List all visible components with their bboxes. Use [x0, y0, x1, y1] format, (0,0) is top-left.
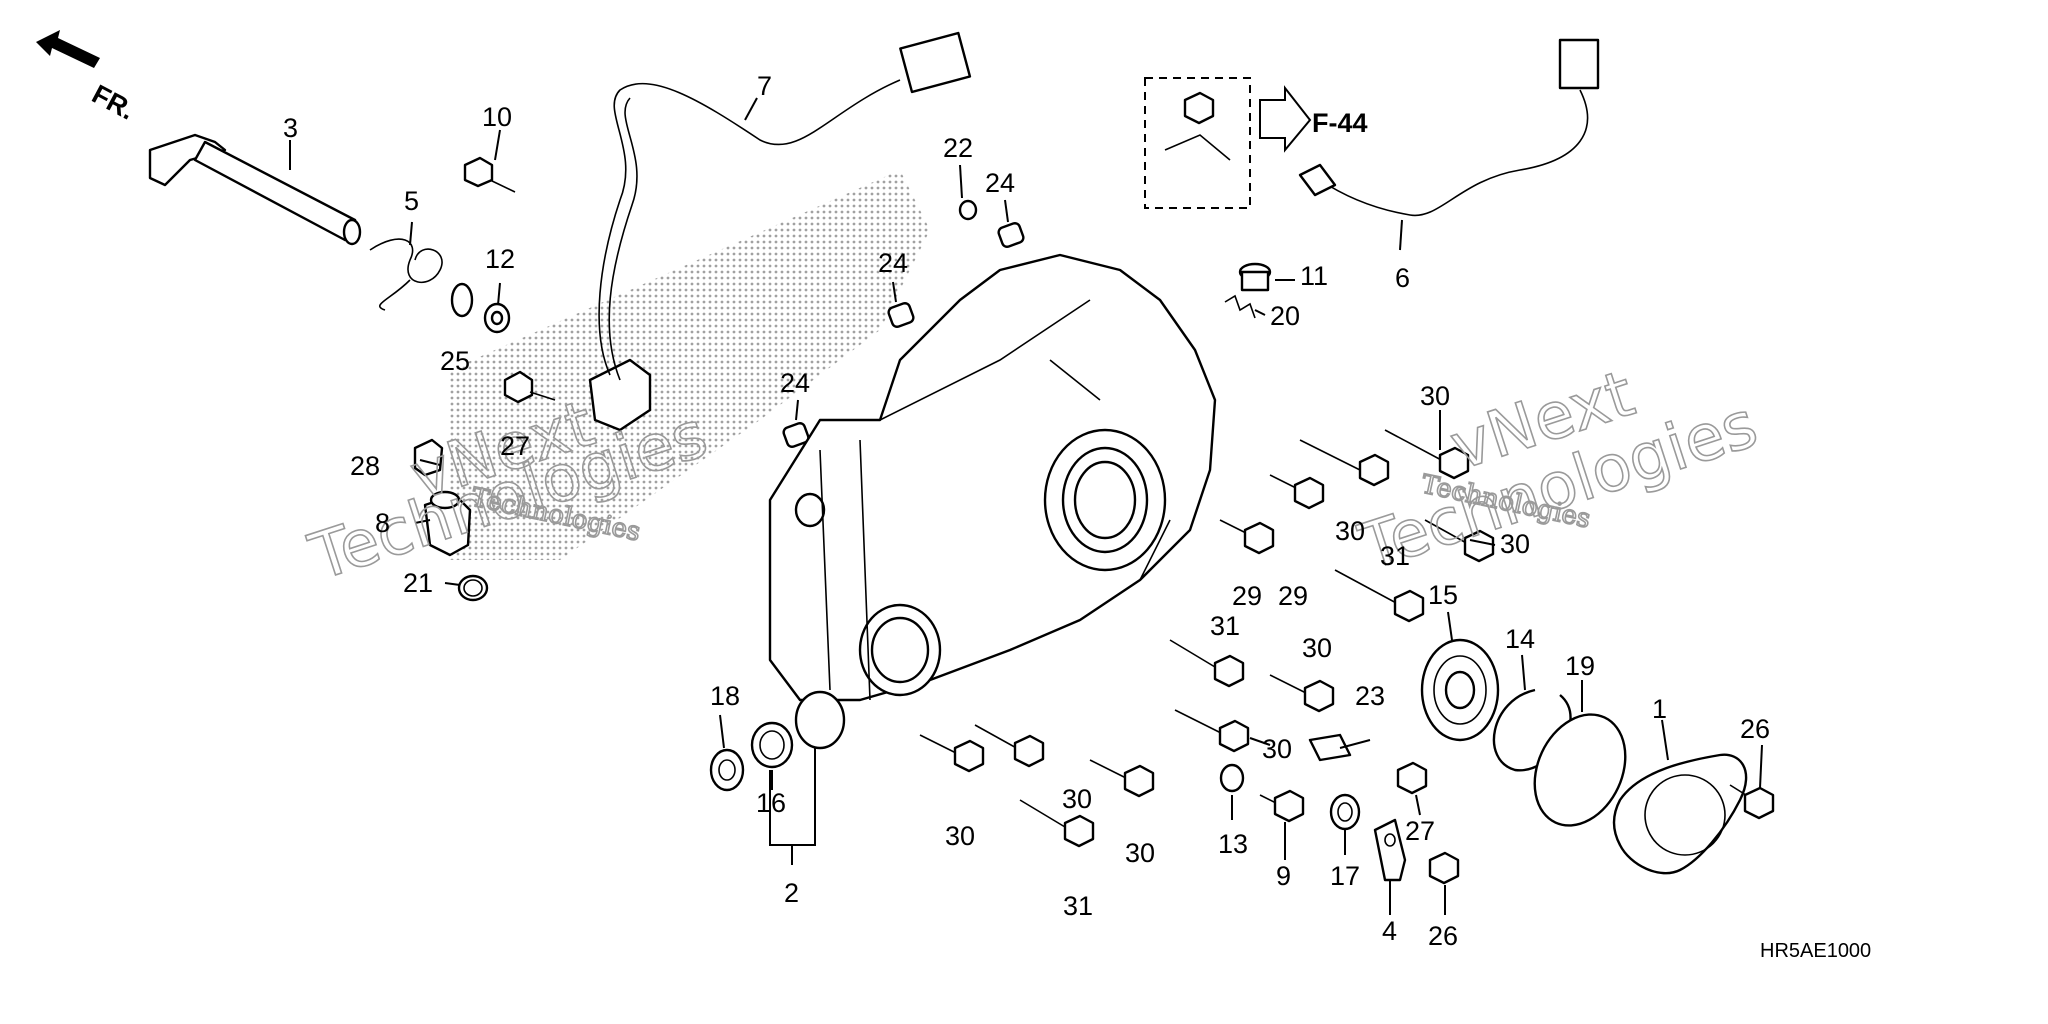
callout: 31: [1063, 891, 1093, 921]
part-harness-6: [1298, 38, 1600, 217]
part-speed-sensor-8: [423, 490, 472, 557]
callout: 12: [485, 244, 515, 274]
callout: 6: [1395, 263, 1410, 293]
callout-labels: 1 2 3 4 5 6 7 8 9 10 11 12 13 14 15 16 1…: [283, 71, 1770, 951]
callout: 7: [757, 71, 772, 101]
callout: 19: [1565, 651, 1595, 681]
diagram-code: HR5AE1000: [1760, 940, 1871, 962]
callout: 26: [1740, 714, 1770, 744]
callout: 17: [1330, 861, 1360, 891]
callout: 30: [1062, 784, 1092, 814]
part-return-spring: [369, 238, 443, 311]
part-shift-shaft: [148, 133, 362, 246]
part-needle-bearing-16: [750, 721, 794, 769]
ref-box-f44: F-44: [1144, 77, 1368, 209]
callout: 4: [1382, 916, 1397, 946]
callout: 16: [756, 788, 786, 818]
callout: 30: [945, 821, 975, 851]
callout: 14: [1505, 624, 1535, 654]
part-dowel-24c: [782, 422, 810, 448]
watermark-right: vNext Technologies Technologies: [1350, 356, 1766, 586]
part-plug-11: [1238, 262, 1272, 292]
part-sensor-harness: [588, 31, 972, 432]
callout: 24: [985, 168, 1015, 198]
front-label: FR.: [87, 79, 139, 126]
callout: 22: [943, 133, 973, 163]
callout: 13: [1218, 829, 1248, 859]
callout: 2: [784, 878, 799, 908]
part-washer-13: [1219, 763, 1245, 793]
part-washer-12: [483, 302, 511, 334]
callout: 15: [1428, 580, 1458, 610]
callout: 25: [440, 346, 470, 376]
part-bolt-27-upper: [503, 370, 556, 404]
leader-lines: [289, 97, 1763, 915]
callout: 27: [1405, 816, 1435, 846]
callout: 5: [404, 186, 419, 216]
callout: 3: [283, 113, 298, 143]
callout: 30: [1500, 529, 1530, 559]
part-housing-cover: [768, 253, 1217, 750]
callout: 24: [780, 368, 810, 398]
callout: 29: [1232, 581, 1262, 611]
callout: 8: [375, 508, 390, 538]
callout: 30: [1262, 734, 1292, 764]
part-oring-19: [1533, 713, 1627, 827]
part-plug-28: [413, 438, 444, 477]
callout: 28: [350, 451, 380, 481]
callout: 31: [1380, 541, 1410, 571]
callout: 24: [878, 248, 908, 278]
part-spring-20: [1224, 294, 1256, 319]
part-ball-bearing-15: [1420, 638, 1500, 742]
part-cover-plate-1: [1612, 753, 1748, 875]
part-bolt-10: [463, 156, 516, 193]
part-oring-21: [457, 574, 489, 602]
callout: 11: [1300, 261, 1328, 291]
callout: 10: [482, 102, 512, 132]
bolt-set: [919, 429, 1495, 848]
callout: 27: [500, 431, 530, 461]
part-washer-22: [958, 199, 978, 221]
callout: 29: [1278, 581, 1308, 611]
part-dowel-24a: [997, 222, 1025, 248]
callout: 23: [1355, 681, 1385, 711]
callout: 18: [710, 681, 740, 711]
part-bracket-4: [1373, 818, 1407, 882]
callout: 30: [1420, 381, 1450, 411]
callout: 20: [1270, 301, 1300, 331]
callout: 9: [1276, 861, 1291, 891]
part-seal-17: [1329, 793, 1361, 831]
callout: 30: [1335, 516, 1365, 546]
front-direction-arrow: FR.: [36, 30, 140, 126]
part-dowel-24b: [887, 302, 915, 328]
callout: 26: [1428, 921, 1458, 951]
shading-region: [450, 170, 930, 560]
callout: 1: [1652, 694, 1667, 724]
part-bolt-26-lower: [1428, 851, 1460, 885]
part-oil-seal-18: [709, 748, 745, 792]
part-bolt-27-lower: [1396, 761, 1428, 795]
callout: 30: [1302, 633, 1332, 663]
callout: 31: [1210, 611, 1240, 641]
part-circlip: [450, 282, 474, 318]
callout: 30: [1125, 838, 1155, 868]
ref-f44-label: F-44: [1312, 108, 1368, 138]
callout: 21: [403, 568, 433, 598]
part-clip-23: [1308, 733, 1352, 762]
